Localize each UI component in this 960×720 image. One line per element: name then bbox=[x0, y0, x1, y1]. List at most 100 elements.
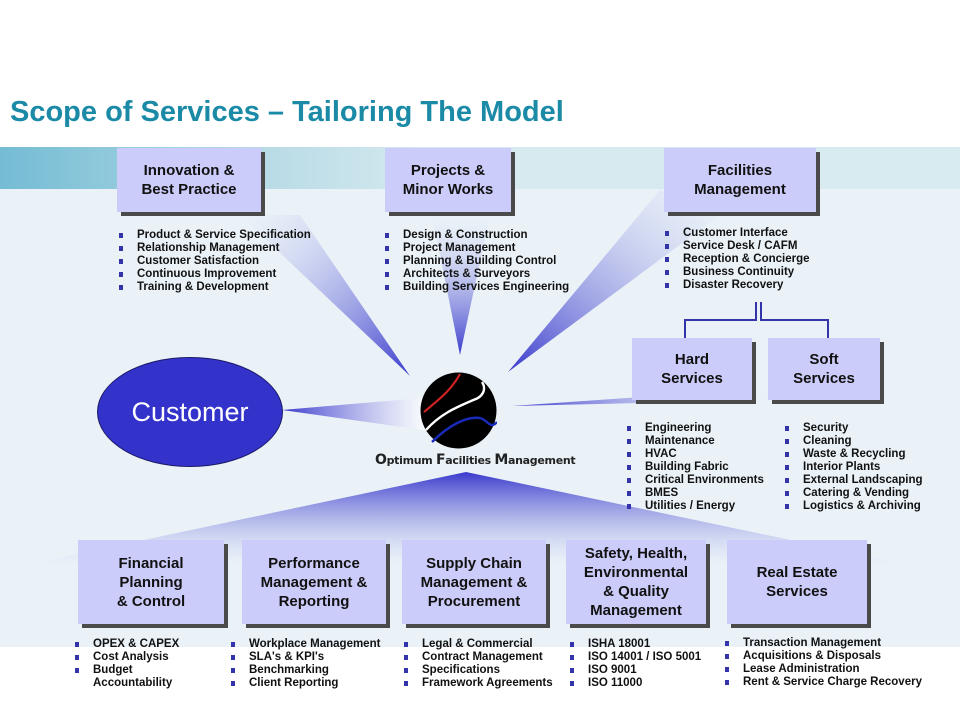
list-item-text: Relationship Management bbox=[137, 242, 280, 254]
bullet-icon bbox=[119, 233, 123, 238]
list-item: Customer Satisfaction bbox=[117, 255, 311, 268]
list-item: Transaction Management bbox=[723, 637, 922, 650]
list-item-text: HVAC bbox=[645, 448, 677, 460]
list-item-text: ISO 14001 / ISO 5001 bbox=[588, 651, 702, 663]
list-item: Cleaning bbox=[783, 435, 923, 448]
list-item-text: Planning & Building Control bbox=[403, 255, 557, 267]
list-item-text: Customer Interface bbox=[683, 227, 788, 239]
list-item: OPEX & CAPEX bbox=[73, 638, 179, 651]
list-item-text: Security bbox=[803, 422, 849, 434]
list-item-text: Catering & Vending bbox=[803, 487, 910, 499]
list-item: Product & Service Specification bbox=[117, 229, 311, 242]
bullet-icon bbox=[385, 272, 389, 277]
list-item: Business Continuity bbox=[663, 266, 810, 279]
bullet-icon bbox=[385, 259, 389, 264]
ray-customer bbox=[282, 398, 424, 430]
list-item-text: Budget bbox=[93, 664, 133, 676]
box-projects-minor-works: Projects & Minor Works bbox=[385, 148, 511, 212]
list-item-text: Business Continuity bbox=[683, 266, 795, 278]
bullet-icon bbox=[785, 465, 789, 470]
bullet-icon bbox=[627, 504, 631, 509]
list-item: Continuous Improvement bbox=[117, 268, 311, 281]
bullet-icon bbox=[785, 478, 789, 483]
list-item: Project Management bbox=[383, 242, 569, 255]
list-item: ISO 14001 / ISO 5001 bbox=[568, 651, 701, 664]
list-item: Accountability bbox=[73, 677, 179, 690]
list-item-text: Project Management bbox=[403, 242, 516, 254]
list-item: Framework Agreements bbox=[402, 677, 553, 690]
list-item-text: Training & Development bbox=[137, 281, 269, 293]
box-facilities-management: Facilities Management bbox=[664, 148, 816, 212]
bullet-icon bbox=[725, 654, 729, 659]
list-item-text: Architects & Surveyors bbox=[403, 268, 531, 280]
list-item-text: ISHA 18001 bbox=[588, 638, 651, 650]
list-item: External Landscaping bbox=[783, 474, 923, 487]
bullet-icon bbox=[231, 668, 235, 673]
bullet-icon bbox=[404, 681, 408, 686]
list-item: Maintenance bbox=[625, 435, 764, 448]
list-item-text: Building Fabric bbox=[645, 461, 729, 473]
list-item: Rent & Service Charge Recovery bbox=[723, 676, 922, 689]
list-item: SLA's & KPI's bbox=[229, 651, 380, 664]
bullet-icon bbox=[785, 439, 789, 444]
list-item: Engineering bbox=[625, 422, 764, 435]
customer-label: Customer bbox=[131, 396, 249, 427]
list-item: Building Services Engineering bbox=[383, 281, 569, 294]
bullet-icon bbox=[404, 668, 408, 673]
bullet-icon bbox=[627, 465, 631, 470]
ray-projects bbox=[432, 215, 490, 355]
list-item-text: Contract Management bbox=[422, 651, 543, 663]
box-supply-chain: Supply Chain Management & Procurement bbox=[402, 540, 546, 624]
list-item-text: External Landscaping bbox=[803, 474, 923, 486]
list-item-text: Benchmarking bbox=[249, 664, 329, 676]
bullet-icon bbox=[665, 244, 669, 249]
bullet-icon bbox=[570, 642, 574, 647]
list-item: BMES bbox=[625, 487, 764, 500]
list-item: Cost Analysis bbox=[73, 651, 179, 664]
list-item-text: Specifications bbox=[422, 664, 500, 676]
list-item-text: Reception & Concierge bbox=[683, 253, 810, 265]
list-item: Building Fabric bbox=[625, 461, 764, 474]
bullet-icon bbox=[627, 478, 631, 483]
list-item: Customer Interface bbox=[663, 227, 810, 240]
box-hard-services: Hard Services bbox=[632, 338, 752, 400]
bullet-icon bbox=[665, 231, 669, 236]
list-item-text: Utilities / Energy bbox=[645, 500, 736, 512]
bullet-icon bbox=[627, 426, 631, 431]
bullet-icon bbox=[570, 668, 574, 673]
customer-ellipse: Customer bbox=[97, 357, 283, 467]
list-item-text: Waste & Recycling bbox=[803, 448, 906, 460]
bullet-icon bbox=[725, 641, 729, 646]
list-item-text: OPEX & CAPEX bbox=[93, 638, 180, 650]
list-item-text: Accountability bbox=[93, 677, 173, 689]
list-item: Catering & Vending bbox=[783, 487, 923, 500]
list-item: Acquisitions & Disposals bbox=[723, 650, 922, 663]
list-item: Budget bbox=[73, 664, 179, 677]
list-item-text: Design & Construction bbox=[403, 229, 528, 241]
list-item: Specifications bbox=[402, 664, 553, 677]
list-item: Logistics & Archiving bbox=[783, 500, 923, 513]
list-item: ISHA 18001 bbox=[568, 638, 701, 651]
list-item: Disaster Recovery bbox=[663, 279, 810, 292]
list-item: Workplace Management bbox=[229, 638, 380, 651]
list-item-text: Disaster Recovery bbox=[683, 279, 784, 291]
bullet-icon bbox=[119, 246, 123, 251]
list-item: Training & Development bbox=[117, 281, 311, 294]
bullet-icon bbox=[404, 655, 408, 660]
list-item: Waste & Recycling bbox=[783, 448, 923, 461]
bullet-icon bbox=[119, 285, 123, 290]
list-item-text: Engineering bbox=[645, 422, 712, 434]
page-title: Scope of Services – Tailoring The Model bbox=[10, 96, 564, 128]
list-item-text: BMES bbox=[645, 487, 679, 499]
list-item: HVAC bbox=[625, 448, 764, 461]
list-item: Interior Plants bbox=[783, 461, 923, 474]
list-item-text: ISO 11000 bbox=[588, 677, 643, 689]
